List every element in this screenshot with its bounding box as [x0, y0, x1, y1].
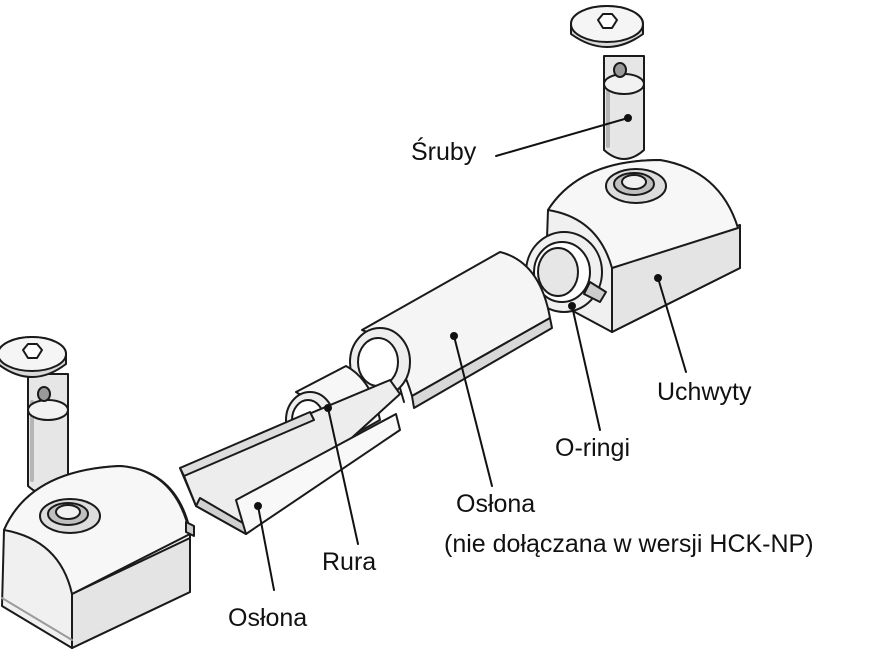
- leader-rura-dot: [324, 404, 332, 412]
- leader-o-ringi: [571, 305, 601, 431]
- leader-uchwyty: [657, 277, 687, 373]
- label-o-ringi: O-ringi: [555, 434, 631, 462]
- leader-oslona-right: [453, 335, 493, 487]
- leader-rura: [327, 407, 359, 545]
- leader-oslona-left-dot: [254, 502, 262, 510]
- leader-lines: [254, 114, 687, 591]
- leader-sruby-dot: [624, 114, 632, 122]
- leader-oslona-right-dot: [450, 332, 458, 340]
- label-rura: Rura: [322, 548, 377, 576]
- screw-left: [0, 336, 69, 496]
- leader-oslona-left: [257, 505, 275, 591]
- label-oslona-right: Osłona: [456, 490, 536, 518]
- screw-right: [570, 5, 645, 160]
- label-uchwyty: Uchwyty: [657, 378, 752, 406]
- leader-uchwyty-dot: [654, 274, 662, 282]
- holder-left: [1, 465, 195, 649]
- holder-right: [544, 159, 741, 333]
- o-ring: [525, 231, 607, 313]
- cover-sleeve-upper: [349, 251, 553, 409]
- label-oslona-right-note: (nie dołączana w wersji HCK-NP): [444, 530, 814, 558]
- channel-rail: [179, 379, 401, 535]
- label-sruby: Śruby: [411, 138, 477, 166]
- leader-sruby: [495, 117, 629, 157]
- leader-o-ringi-dot: [568, 302, 576, 310]
- label-oslona-left: Osłona: [228, 604, 308, 632]
